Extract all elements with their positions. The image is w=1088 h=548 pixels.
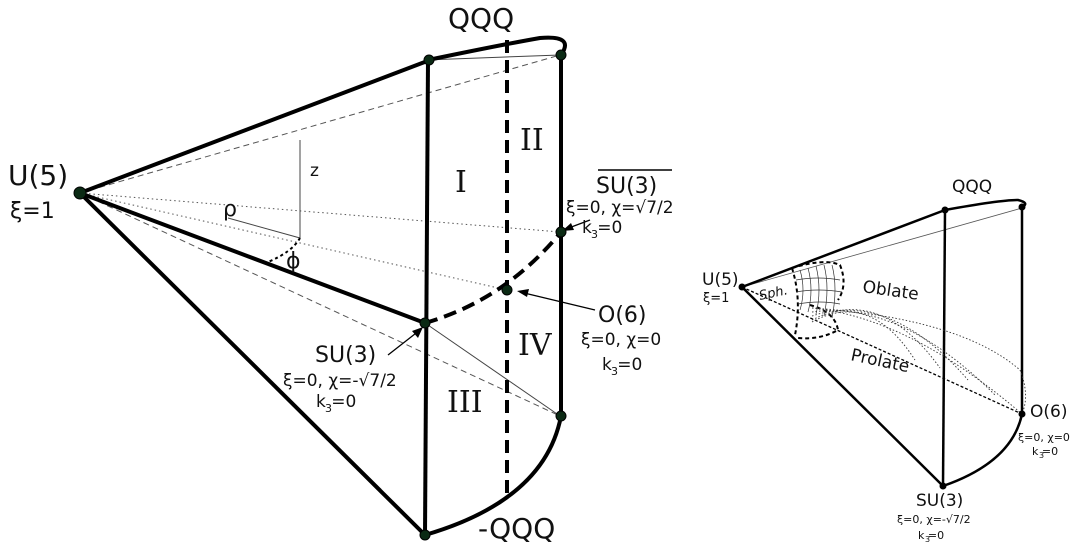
r-label-o6: O(6) bbox=[1030, 402, 1067, 422]
r-node-top-front bbox=[941, 206, 949, 214]
bottom-arc bbox=[424, 415, 563, 537]
edge-front-vertical bbox=[423, 59, 430, 536]
edge-su3-back-bottom bbox=[424, 322, 561, 417]
r-label-qqq: QQQ bbox=[952, 177, 992, 197]
edge-u5-su3 bbox=[79, 191, 426, 325]
edge-u5-back-top bbox=[79, 54, 561, 194]
r-bottom-arc bbox=[942, 413, 1024, 488]
r-label-o6-sub: 3 bbox=[1039, 451, 1044, 460]
r-label-oblate: Oblate bbox=[861, 277, 920, 305]
edge-top-back bbox=[424, 54, 561, 61]
r-node-su3 bbox=[939, 482, 947, 490]
node-u5 bbox=[73, 186, 87, 200]
r-label-sph: Sph. bbox=[758, 283, 789, 304]
r-label-o6-line2: k =0 bbox=[1032, 445, 1058, 458]
r-node-o6 bbox=[1018, 410, 1026, 418]
left-diagram: QQQ -QQQ U(5) ξ=1 z ρ ϕ I II III IV SU(3… bbox=[8, 2, 674, 545]
node-o6 bbox=[501, 284, 513, 296]
r-edge-u5-back-top bbox=[741, 207, 1023, 288]
label-u5-param: ξ=1 bbox=[10, 199, 55, 224]
label-qqq-top: QQQ bbox=[448, 2, 514, 35]
node-top-back bbox=[555, 49, 567, 61]
o6-arrowhead bbox=[517, 289, 529, 297]
r-label-u5: U(5) bbox=[702, 270, 739, 290]
o6-arrow bbox=[519, 291, 596, 311]
r-edge-u5-su3 bbox=[741, 286, 944, 487]
prolate-fan-curves bbox=[811, 307, 1026, 415]
label-z-axis: z bbox=[310, 161, 319, 181]
node-bottom-front bbox=[419, 529, 431, 541]
edge-u5-su3bar bbox=[79, 192, 561, 233]
sph-boundary-inner bbox=[791, 267, 799, 336]
region-IV-label: IV bbox=[518, 328, 553, 363]
r-label-o6-line1: ξ=0, χ=0 bbox=[1018, 431, 1070, 444]
edge-u5-o6 bbox=[79, 192, 508, 291]
node-su3bar bbox=[555, 226, 567, 238]
prolate-boundary bbox=[797, 304, 840, 340]
r-label-u5-param: ξ=1 bbox=[703, 291, 729, 306]
label-su3bar-sub: 3 bbox=[591, 228, 598, 241]
edge-u5-bottom bbox=[78, 191, 427, 537]
r-label-su3-line1: ξ=0, χ=-√7/2 bbox=[897, 513, 971, 526]
node-su3 bbox=[419, 317, 431, 329]
phi-arc bbox=[267, 237, 301, 263]
label-su3-line2: k =0 bbox=[316, 392, 356, 412]
r-label-su3: SU(3) bbox=[916, 491, 963, 511]
label-rho: ρ bbox=[223, 197, 237, 222]
r-edge-u5-o6 bbox=[741, 286, 1023, 415]
r-node-top-back bbox=[1018, 203, 1026, 211]
region-III-label: III bbox=[447, 385, 483, 420]
node-bottom-back bbox=[555, 410, 567, 422]
label-o6-sub: 3 bbox=[611, 365, 618, 378]
label-o6-line2: k =0 bbox=[602, 355, 642, 375]
su3-arrowhead bbox=[412, 327, 423, 338]
r-node-u5 bbox=[738, 283, 746, 291]
label-su3-line1: ξ=0, χ=-√7/2 bbox=[283, 371, 397, 391]
su3-o6-su3bar-arc bbox=[424, 230, 563, 325]
su3-arrow bbox=[387, 329, 421, 356]
r-edge-u5-top bbox=[741, 208, 946, 289]
r-label-su3-sub: 3 bbox=[925, 535, 930, 544]
r-label-su3-line2: k =0 bbox=[918, 529, 944, 542]
r-label-prolate: Prolate bbox=[849, 345, 911, 377]
rho-axis bbox=[227, 217, 301, 239]
label-su3bar-line1: ξ=0, χ=√7/2 bbox=[566, 198, 674, 218]
label-qqq-bottom: -QQQ bbox=[478, 512, 555, 545]
label-su3-sub: 3 bbox=[325, 402, 332, 415]
sph-grid-hatching bbox=[795, 264, 843, 319]
label-o6-line1: ξ=0, χ=0 bbox=[581, 330, 661, 350]
label-su3bar: SU(3) bbox=[596, 174, 657, 199]
label-phi: ϕ bbox=[286, 249, 301, 274]
r-top-arc bbox=[944, 198, 1027, 212]
label-su3: SU(3) bbox=[315, 343, 376, 368]
label-su3bar-line2: k =0 bbox=[582, 218, 622, 238]
node-top-front bbox=[423, 54, 435, 66]
label-o6: O(6) bbox=[598, 303, 646, 328]
right-diagram: QQQ U(5) ξ=1 Sph. Oblate Prolate O(6) ξ=… bbox=[702, 177, 1070, 544]
r-edge-front-vertical bbox=[941, 209, 947, 487]
region-I-label: I bbox=[455, 165, 467, 200]
edge-u5-back-bottom bbox=[79, 192, 561, 417]
edge-u5-top bbox=[79, 58, 431, 195]
oblate-boundary bbox=[791, 261, 845, 301]
region-II-label: II bbox=[520, 123, 544, 158]
label-u5: U(5) bbox=[8, 159, 68, 192]
top-arc bbox=[427, 35, 567, 62]
